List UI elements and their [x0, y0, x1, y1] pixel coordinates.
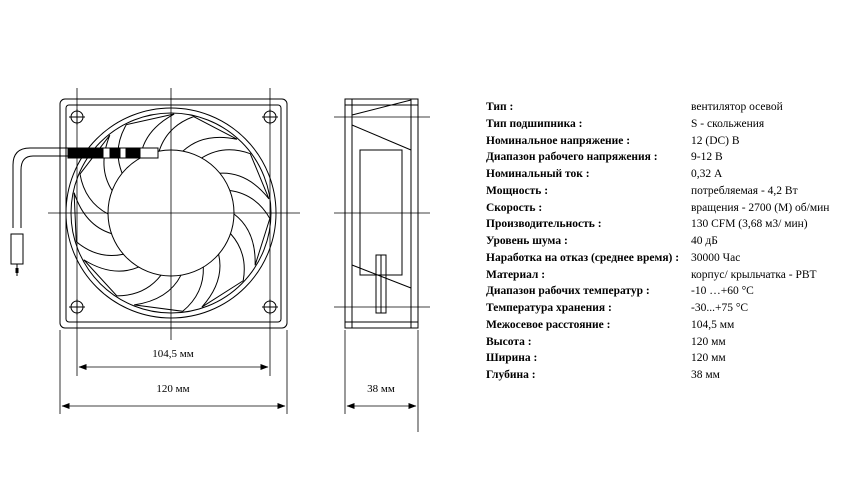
spec-label: Глубина : — [486, 369, 536, 381]
spec-label: Номинальное напряжение : — [486, 134, 631, 147]
spec-row: Глубина : 38 мм — [486, 367, 829, 384]
spec-value: 40 дБ — [691, 235, 718, 247]
dim-mount-spacing-label: 104,5 мм — [152, 348, 193, 360]
fan-wire — [12, 147, 68, 228]
spec-value: -30...+75 °C — [691, 302, 749, 314]
spec-value: вентилятор осевой — [691, 101, 783, 113]
spec-value: 9-12 В — [691, 151, 723, 164]
spec-label: Температура хранения : — [486, 302, 612, 314]
front-view — [10, 98, 288, 329]
spec-label: Диапазон рабочего напряжения : — [486, 151, 658, 164]
dim-side-depth-label: 38 мм — [367, 383, 395, 395]
spec-row: Ширина : 120 мм — [486, 350, 829, 367]
spec-label: Мощность : — [486, 184, 549, 197]
fan-blade — [158, 116, 238, 152]
spec-label: Ширина : — [486, 352, 538, 365]
spec-row: Температура хранения : -30...+75 °C — [486, 300, 829, 317]
fan-blade — [134, 266, 204, 312]
spec-value: 38 мм — [691, 369, 720, 381]
spec-value: 12 (DC) В — [691, 134, 740, 147]
spec-value: 120 мм — [691, 352, 726, 365]
spec-row: Диапазон рабочих температур : -10 …+60 °C — [486, 283, 829, 300]
spec-label: Тип : — [486, 101, 514, 113]
fan-frame-outer — [59, 98, 288, 329]
spec-value: S - скольжения — [691, 117, 765, 130]
side-frame — [344, 98, 419, 329]
spec-row: Уровень шума : 40 дБ — [486, 233, 829, 250]
spec-value: -10 …+60 °C — [691, 285, 754, 298]
fan-blade — [79, 134, 113, 215]
fan-blade — [200, 149, 270, 200]
spec-label: Тип подшипника : — [486, 117, 583, 130]
spec-label: Производительность : — [486, 218, 602, 231]
dim-front-width — [59, 330, 288, 414]
spec-label: Скорость : — [486, 201, 543, 214]
fan-blade — [73, 192, 125, 256]
spec-value: вращения - 2700 (М) об/мин — [691, 201, 830, 214]
side-view — [344, 98, 419, 329]
front-centerlines — [48, 88, 300, 340]
fan-wire — [20, 155, 68, 228]
spec-value: потребляемая - 4,2 Вт — [691, 184, 798, 197]
dim-mount-spacing — [76, 88, 271, 376]
spec-value: 120 мм — [691, 335, 726, 348]
label-band — [67, 147, 159, 159]
spec-value: 30000 Час — [691, 251, 741, 264]
spec-row: Производительность : 130 CFM (3,68 м3/ ми… — [486, 216, 829, 233]
spec-row: Материал : корпус/ крыльчатка - PBT — [486, 267, 829, 284]
spec-label: Номинальный ток : — [486, 168, 590, 180]
spec-row: Скорость : вращения - 2700 (М) об/мин — [486, 200, 829, 217]
dim-side-depth — [344, 330, 419, 432]
fan-blade — [83, 259, 162, 297]
spec-value: 130 CFM (3,68 м3/ мин) — [691, 218, 808, 231]
spec-row: Тип подшипника : S - скольжения — [486, 116, 829, 133]
side-centerlines — [334, 116, 430, 308]
spec-row: Межосевое расстояние : 104,5 мм — [486, 317, 829, 334]
spec-row: Мощность : потребляемая - 4,2 Вт — [486, 183, 829, 200]
spec-row: Диапазон рабочего напряжения : 9-12 В — [486, 149, 829, 166]
spec-row: Наработка на отказ (среднее время) : 3000… — [486, 250, 829, 267]
fan-blade — [229, 189, 271, 266]
spec-row: Номинальное напряжение : 12 (DC) В — [486, 133, 829, 150]
fan-blade — [201, 232, 245, 308]
spec-value: корпус/ крыльчатка - PBT — [691, 268, 817, 281]
wire-connector — [10, 233, 24, 265]
spec-label: Высота : — [486, 335, 532, 348]
spec-label: Наработка на отказ (среднее время) : — [486, 251, 680, 264]
dim-front-width-label: 120 мм — [156, 383, 189, 395]
spec-label: Материал : — [486, 268, 546, 281]
spec-row: Тип : вентилятор осевой — [486, 99, 829, 116]
spec-value: 104,5 мм — [691, 318, 735, 331]
fan-blades — [73, 113, 271, 312]
spec-value: 0,32 А — [691, 168, 723, 180]
spec-label: Межосевое расстояние : — [486, 318, 611, 331]
spec-row: Высота : 120 мм — [486, 334, 829, 351]
spec-label: Уровень шума : — [486, 235, 568, 247]
spec-label: Диапазон рабочих температур : — [486, 285, 650, 298]
spec-row: Номинальный ток : 0,32 А — [486, 166, 829, 183]
